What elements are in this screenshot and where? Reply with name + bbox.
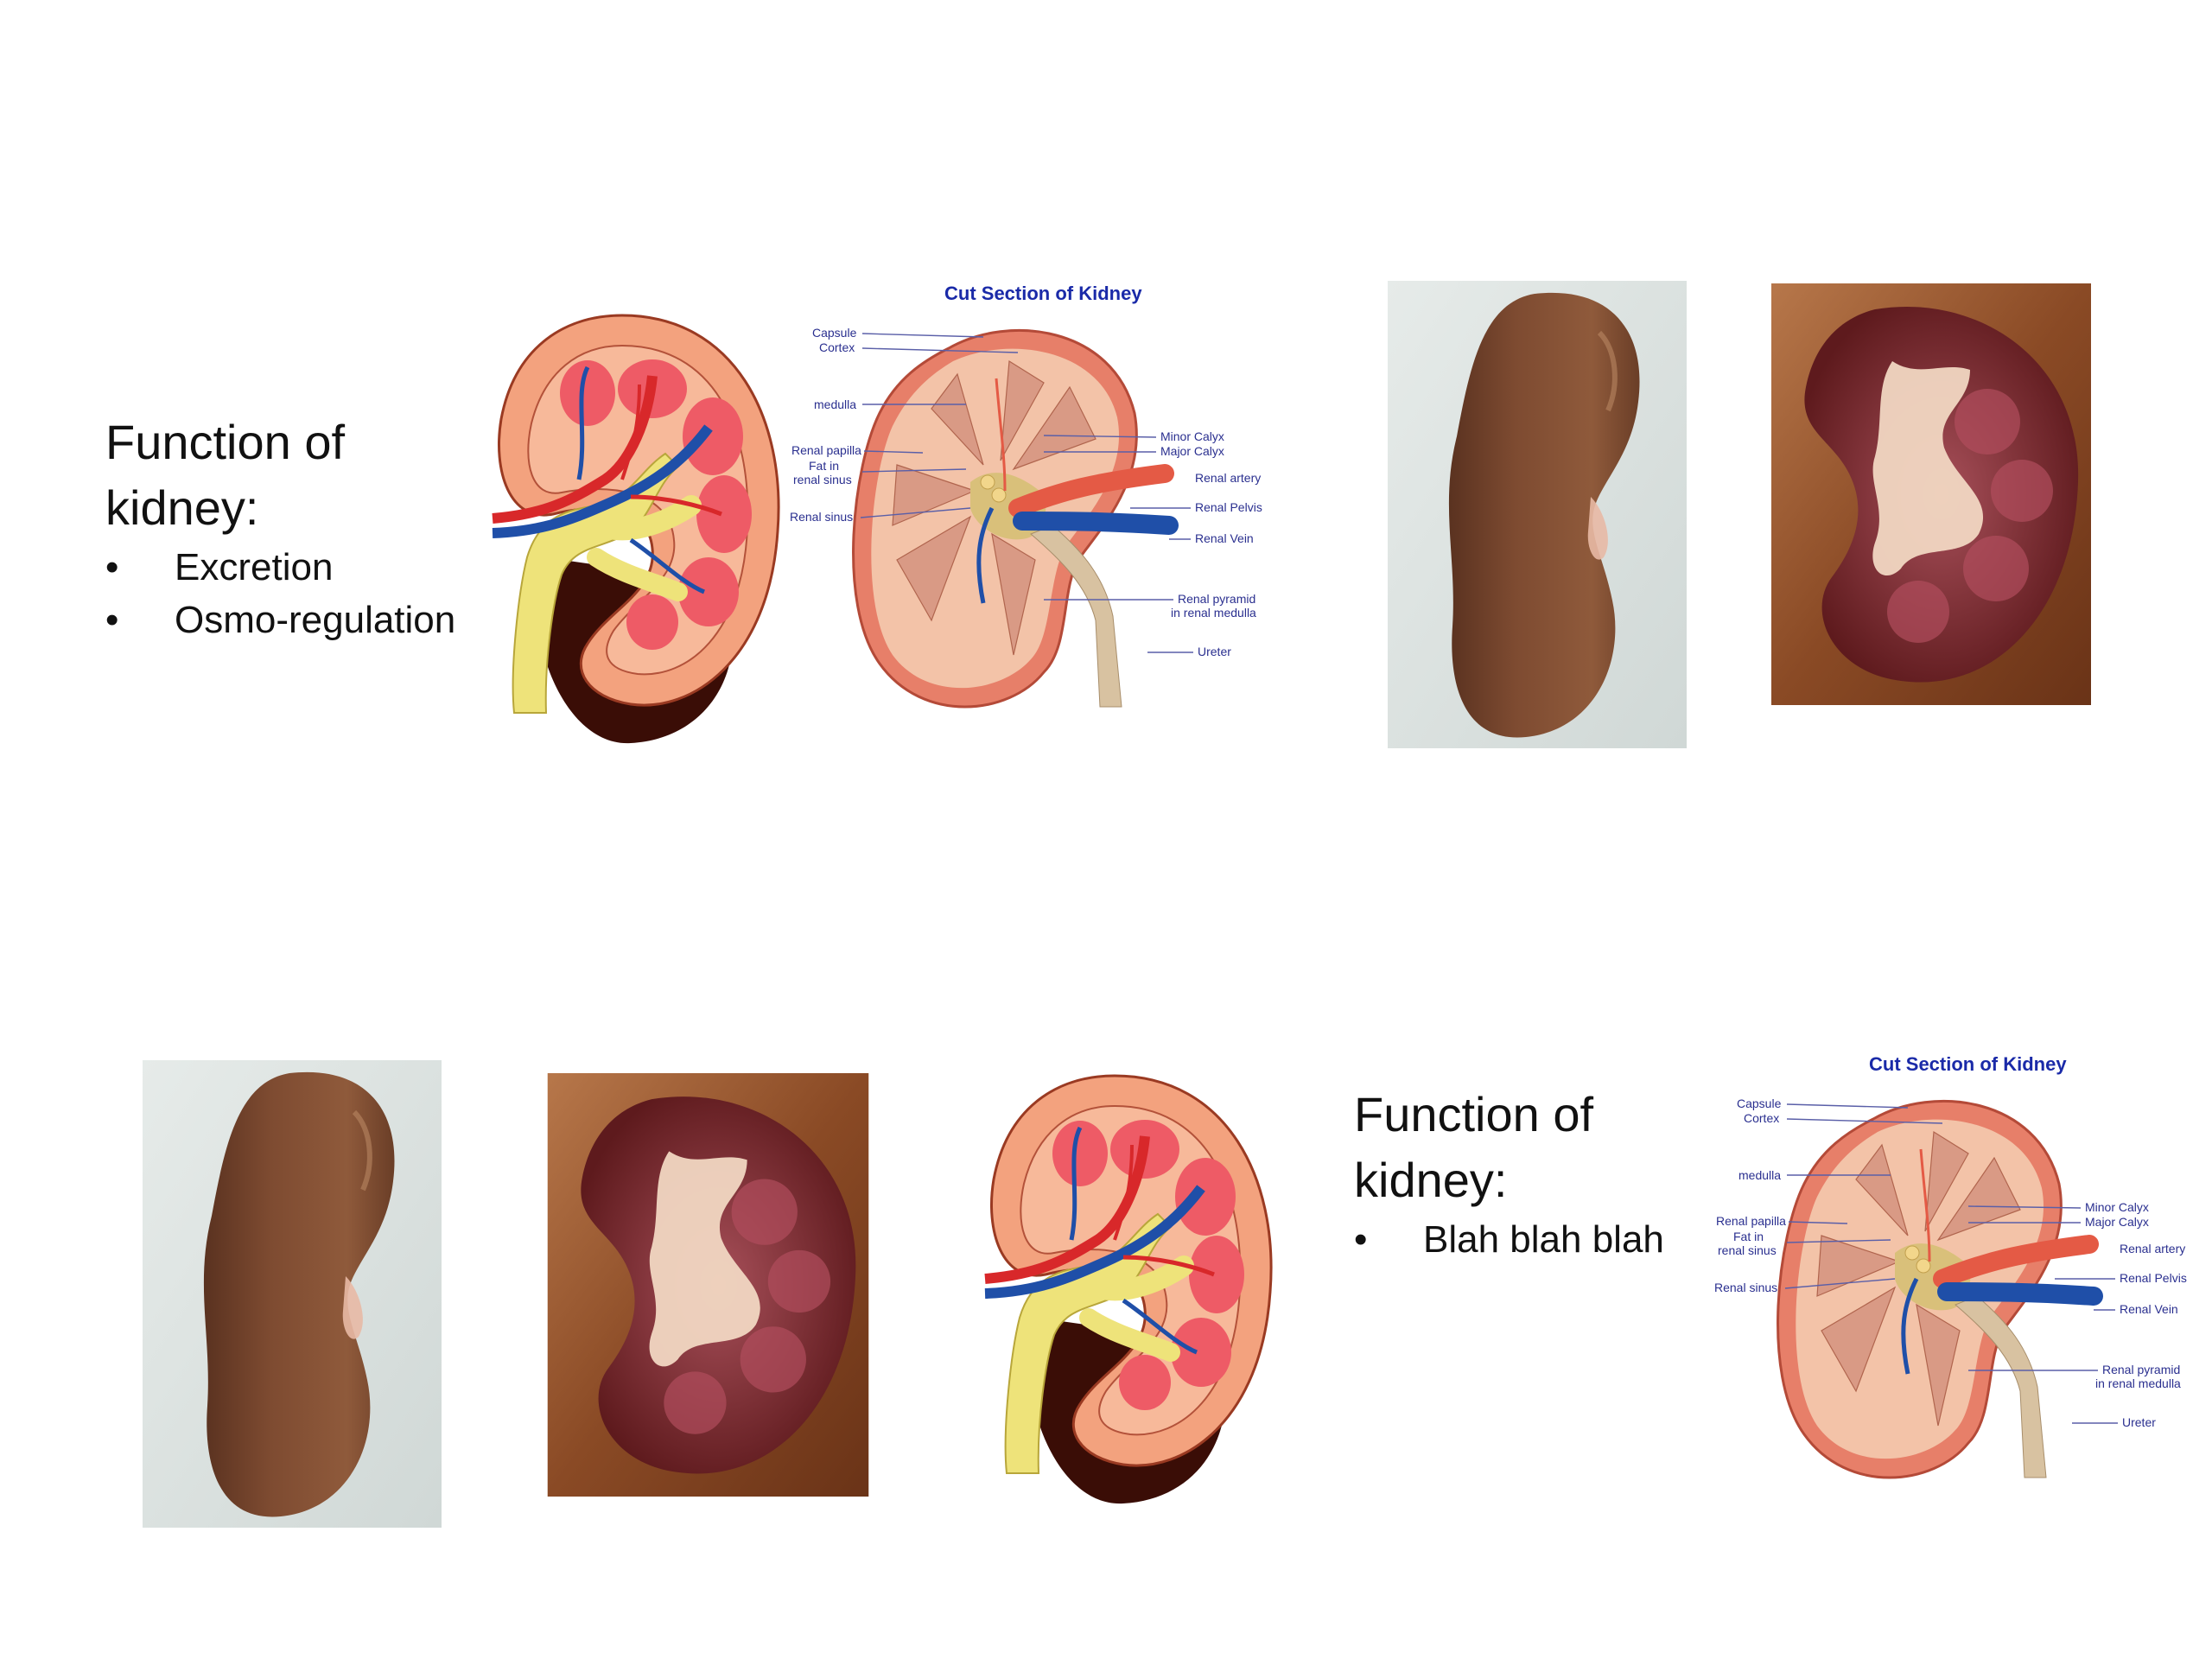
svg-text:Cortex: Cortex bbox=[1744, 1111, 1779, 1125]
kidney-photo-cut bbox=[547, 1073, 869, 1497]
cut-section-title: Cut Section of Kidney bbox=[944, 283, 1142, 304]
svg-text:Renal pyramid: Renal pyramid bbox=[1178, 592, 1255, 606]
svg-text:Renal Vein: Renal Vein bbox=[1195, 531, 1254, 545]
cut-section-diagram: Cut Section of Kidney Capsule Cortex med… bbox=[785, 275, 1286, 733]
cut-section-labels: Capsule Cortex medulla Renal papilla Fat… bbox=[790, 326, 1262, 658]
svg-text:renal sinus: renal sinus bbox=[1718, 1243, 1777, 1257]
svg-text:Minor Calyx: Minor Calyx bbox=[1160, 429, 1224, 443]
svg-text:Ureter: Ureter bbox=[1198, 645, 1231, 658]
svg-text:renal sinus: renal sinus bbox=[793, 473, 852, 486]
function-title-line1: Function of bbox=[1354, 1087, 1594, 1141]
function-title-line2: kidney: bbox=[105, 480, 259, 535]
svg-text:Renal Vein: Renal Vein bbox=[2120, 1302, 2178, 1316]
bullet-item: Blah blah blah bbox=[1354, 1213, 1664, 1266]
svg-text:Minor Calyx: Minor Calyx bbox=[2085, 1200, 2149, 1214]
svg-text:Renal papilla: Renal papilla bbox=[1716, 1214, 1786, 1228]
function-title-line1: Function of bbox=[105, 415, 346, 469]
svg-text:Major Calyx: Major Calyx bbox=[2085, 1215, 2149, 1229]
svg-text:in renal medulla: in renal medulla bbox=[2095, 1376, 2181, 1390]
svg-text:medulla: medulla bbox=[1738, 1168, 1781, 1182]
svg-text:Fat in: Fat in bbox=[1733, 1230, 1764, 1243]
svg-text:medulla: medulla bbox=[814, 397, 856, 411]
bullet-item: Excretion bbox=[105, 541, 455, 594]
function-list: Excretion Osmo-regulation bbox=[105, 541, 455, 646]
svg-text:Major Calyx: Major Calyx bbox=[1160, 444, 1224, 458]
svg-text:Renal artery: Renal artery bbox=[1195, 471, 1261, 485]
svg-text:Capsule: Capsule bbox=[812, 326, 857, 340]
bullet-item: Osmo-regulation bbox=[105, 594, 455, 646]
svg-text:Capsule: Capsule bbox=[1737, 1096, 1782, 1110]
svg-text:Renal Pelvis: Renal Pelvis bbox=[1195, 500, 1262, 514]
kidney-illustration bbox=[492, 298, 786, 747]
cut-section-labels: Capsule Cortex medulla Renal papilla Fat… bbox=[1714, 1096, 2187, 1429]
svg-text:Renal artery: Renal artery bbox=[2120, 1242, 2185, 1255]
svg-text:Ureter: Ureter bbox=[2122, 1415, 2156, 1429]
svg-text:Renal pyramid: Renal pyramid bbox=[2102, 1363, 2180, 1376]
svg-text:Fat in: Fat in bbox=[809, 459, 839, 473]
svg-text:Renal sinus: Renal sinus bbox=[790, 510, 853, 524]
svg-text:Renal Pelvis: Renal Pelvis bbox=[2120, 1271, 2187, 1285]
svg-text:Renal papilla: Renal papilla bbox=[791, 443, 861, 457]
slide-top-text: Function of kidney: Excretion Osmo-regul… bbox=[105, 410, 455, 646]
function-title-line2: kidney: bbox=[1354, 1153, 1508, 1207]
slide-bottom-text: Function of kidney: Blah blah blah bbox=[1354, 1082, 1664, 1266]
kidney-photo-whole bbox=[1388, 281, 1687, 748]
kidney-photo-whole bbox=[143, 1060, 442, 1528]
function-list: Blah blah blah bbox=[1354, 1213, 1664, 1266]
cut-section-diagram: Cut Section of Kidney Capsule Cortex med… bbox=[1709, 1046, 2210, 1503]
cut-section-title: Cut Section of Kidney bbox=[1869, 1053, 2067, 1075]
svg-text:Renal sinus: Renal sinus bbox=[1714, 1281, 1777, 1294]
svg-text:Cortex: Cortex bbox=[819, 340, 855, 354]
kidney-illustration bbox=[984, 1058, 1279, 1508]
kidney-photo-cut bbox=[1771, 283, 2091, 705]
svg-text:in renal medulla: in renal medulla bbox=[1171, 606, 1256, 620]
